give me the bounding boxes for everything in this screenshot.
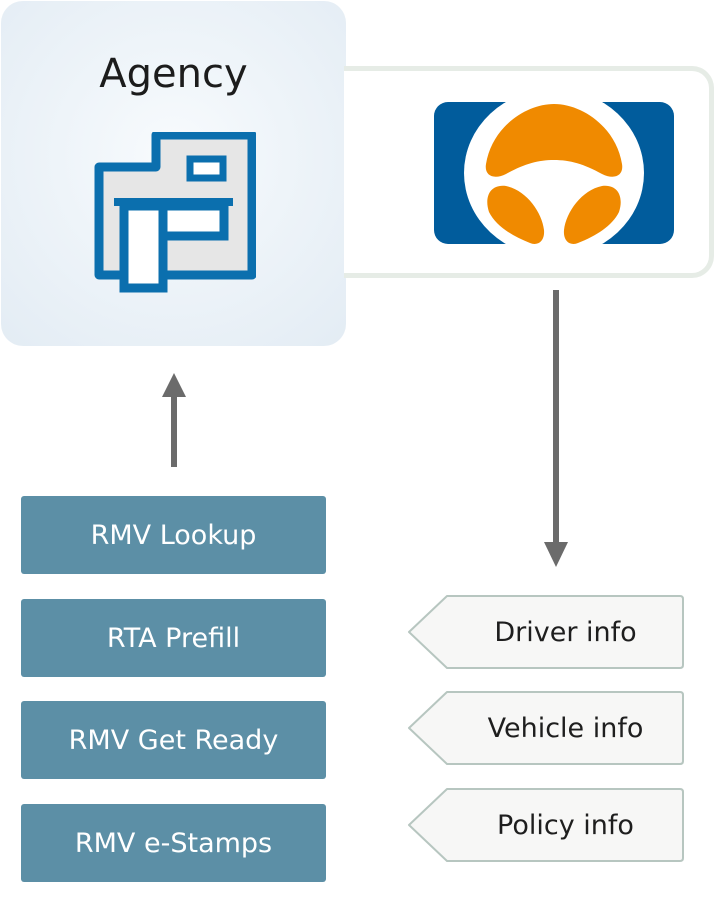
info-label: Driver info	[494, 616, 637, 648]
info-tag-policy: Policy info	[407, 788, 684, 862]
tag-shape	[408, 788, 684, 862]
tag-shape	[408, 691, 684, 765]
agency-card: Agency	[1, 1, 346, 346]
service-rmv-get-ready: RMV Get Ready	[21, 701, 326, 779]
service-label: RMV e-Stamps	[74, 827, 273, 859]
arrow-up-icon	[162, 373, 186, 467]
arrow-down-icon	[544, 290, 568, 567]
tag-shape	[408, 595, 684, 669]
service-label: RTA Prefill	[106, 622, 241, 654]
info-label: Policy info	[497, 809, 634, 841]
info-tag-vehicle: Vehicle info	[407, 691, 684, 765]
service-rmv-lookup: RMV Lookup	[21, 496, 326, 574]
service-label: RMV Get Ready	[68, 724, 279, 756]
steering-wheel-icon	[434, 102, 674, 244]
info-tag-driver: Driver info	[407, 595, 684, 669]
agency-title: Agency	[99, 51, 248, 97]
service-rmv-e-stamps: RMV e-Stamps	[21, 804, 326, 882]
info-label: Vehicle info	[487, 712, 644, 744]
service-label: RMV Lookup	[90, 519, 257, 551]
service-rta-prefill: RTA Prefill	[21, 599, 326, 677]
building-icon	[94, 132, 256, 293]
